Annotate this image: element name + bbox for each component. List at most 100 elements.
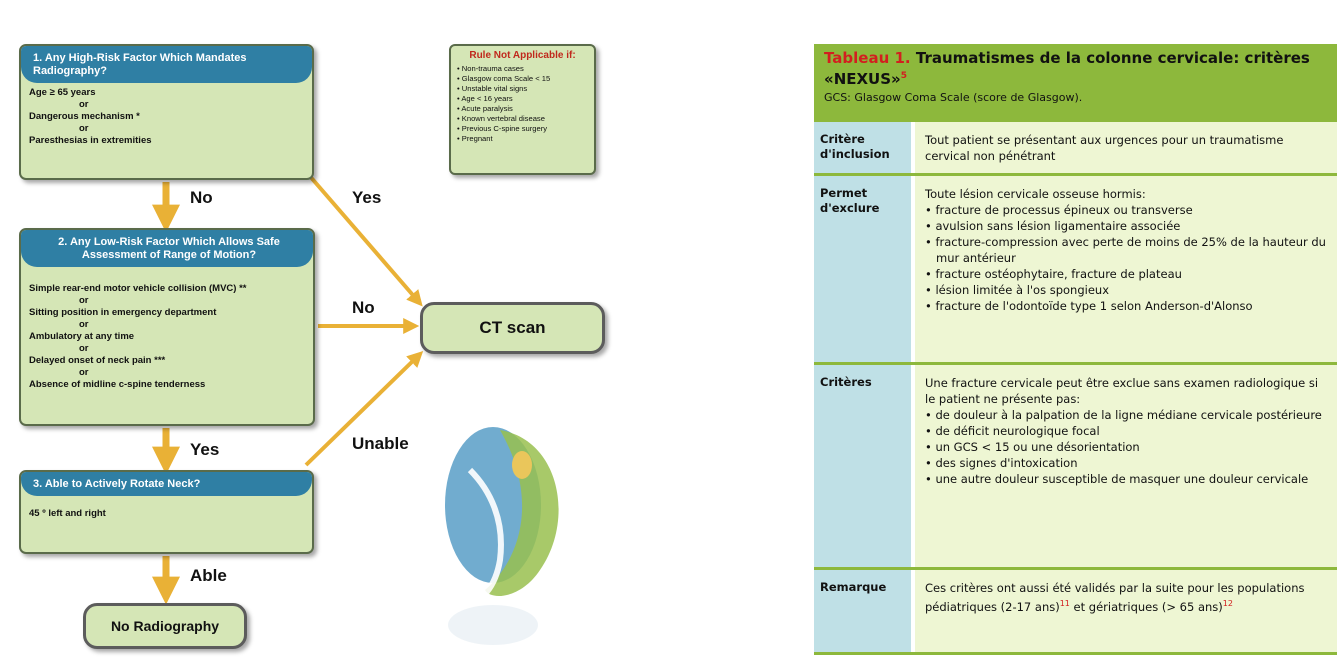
table-header: Tableau 1. Traumatismes de la colonne ce… — [814, 44, 1337, 119]
no-radiography-box: No Radiography — [83, 603, 247, 649]
rule-item: Unstable vital signs — [457, 84, 588, 94]
low-risk-header: 2. Any Low-Risk Factor Which Allows Safe… — [21, 230, 313, 267]
row-divider — [814, 119, 1337, 122]
or-text: or — [79, 295, 89, 306]
ct-scan-box: CT scan — [420, 302, 605, 354]
low-risk-line: Absence of midline c-spine tenderness — [29, 379, 206, 390]
high-risk-box: 1. Any High-Risk Factor Which Mandates R… — [19, 44, 314, 180]
or-text: or — [79, 367, 89, 378]
nexus-table: Tableau 1. Traumatismes de la colonne ce… — [814, 44, 1337, 655]
rule-item: Glasgow coma Scale < 15 — [457, 74, 588, 84]
row-content: Une fracture cervicale peut être exclue … — [915, 365, 1337, 567]
rule-item: Non-trauma cases — [457, 64, 588, 74]
rule-item: Known vertebral disease — [457, 114, 588, 124]
row-divider — [814, 362, 1337, 365]
low-risk-body: Simple rear-end motor vehicle collision … — [21, 267, 313, 395]
high-risk-body: Age ≥ 65 years or Dangerous mechanism * … — [21, 83, 312, 151]
arrow-unable — [304, 350, 424, 467]
logo-image — [445, 427, 559, 645]
table-bottom-line — [814, 652, 1337, 655]
rule-not-applicable-box: Rule Not Applicable if: Non-trauma cases… — [449, 44, 596, 175]
low-risk-line: Ambulatory at any time — [29, 331, 135, 342]
low-risk-line: Delayed onset of neck pain *** — [29, 355, 166, 366]
label-no-1: No — [190, 188, 213, 207]
row-label: Critère d'inclusion — [814, 122, 911, 173]
bullet-text: avulsion sans lésion ligamentaire associ… — [935, 219, 1181, 233]
rule-item: Pregnant — [457, 134, 588, 144]
row-bullet: • lésion limitée à l'os spongieux — [925, 283, 1110, 297]
bullet-text: de déficit neurologique focal — [935, 424, 1100, 438]
row-bullet: • un GCS < 15 ou une désorientation — [925, 440, 1140, 454]
row-bullet: • avulsion sans lésion ligamentaire asso… — [925, 219, 1181, 233]
bullet-text: fracture de processus épineux ou transve… — [935, 203, 1193, 217]
row-label: Critères — [814, 365, 911, 567]
row-bullet: • de douleur à la palpation de la ligne … — [925, 408, 1322, 422]
bullet-text: fracture-compression avec perte de moins… — [935, 235, 1326, 265]
high-risk-header: 1. Any High-Risk Factor Which Mandates R… — [21, 46, 312, 83]
row-bullet: • fracture ostéophytaire, fracture de pl… — [925, 267, 1182, 281]
bullet-text: fracture de l'odontoïde type 1 selon And… — [935, 299, 1253, 313]
table-row: Permet d'exclure Toute lésion cervicale … — [814, 176, 1337, 362]
bullet-text: un GCS < 15 ou une désorientation — [935, 440, 1140, 454]
high-risk-line: Dangerous mechanism * — [29, 111, 140, 122]
row-bullet: • fracture de processus épineux ou trans… — [925, 203, 1193, 217]
remark-ref-b: 12 — [1222, 599, 1233, 608]
table-title: Tableau 1. Traumatismes de la colonne ce… — [824, 49, 1327, 88]
rule-item: Previous C-spine surgery — [457, 124, 588, 134]
row-bullet: • fracture de l'odontoïde type 1 selon A… — [925, 299, 1253, 313]
label-able: Able — [190, 566, 227, 585]
table-row: Remarque Ces critères ont aussi été vali… — [814, 570, 1337, 652]
flow-arrows — [152, 172, 559, 645]
label-unable: Unable — [352, 434, 409, 453]
row-bullet: • une autre douleur susceptible de masqu… — [925, 472, 1309, 486]
row-bullet: • des signes d'intoxication — [925, 456, 1078, 470]
bullet-text: fracture ostéophytaire, fracture de plat… — [935, 267, 1182, 281]
row-divider — [814, 567, 1337, 570]
high-risk-line: Age ≥ 65 years — [29, 87, 96, 98]
label-yes-2: Yes — [190, 440, 220, 459]
rule-item: Age < 16 years — [457, 94, 588, 104]
label-yes-1: Yes — [352, 188, 382, 207]
table-title-ref: 5 — [900, 71, 907, 81]
row-label: Permet d'exclure — [814, 176, 911, 362]
row-bullet: • de déficit neurologique focal — [925, 424, 1100, 438]
bullet-text: des signes d'intoxication — [935, 456, 1078, 470]
table-title-main: Traumatismes de la colonne cervicale: cr… — [824, 49, 1310, 88]
table-subtitle: GCS: Glasgow Coma Scale (score de Glasgo… — [824, 91, 1083, 104]
row-content: Ces critères ont aussi été validés par l… — [915, 570, 1337, 652]
rule-item: Acute paralysis — [457, 104, 588, 114]
arrow-yes-1 — [306, 172, 423, 307]
rotate-neck-line: 45 º left and right — [29, 508, 106, 519]
remark-text-b: et gériatriques (> 65 ans) — [1069, 599, 1223, 614]
row-content: Tout patient se présentant aux urgences … — [915, 122, 1337, 173]
low-risk-line: Simple rear-end motor vehicle collision … — [29, 283, 247, 294]
row-intro: Une fracture cervicale peut être exclue … — [925, 376, 1319, 406]
rotate-neck-box: 3. Able to Actively Rotate Neck? 45 º le… — [19, 470, 314, 554]
or-text: or — [79, 343, 89, 354]
remark-ref-a: 11 — [1059, 599, 1070, 608]
nexus-flowchart: 1. Any High-Risk Factor Which Mandates R… — [0, 0, 760, 669]
row-bullet: • fracture-compression avec perte de moi… — [925, 235, 1326, 265]
or-text: or — [79, 99, 89, 110]
low-risk-box: 2. Any Low-Risk Factor Which Allows Safe… — [19, 228, 315, 426]
rule-list: Non-trauma cases Glasgow coma Scale < 15… — [457, 64, 588, 144]
label-no-2: No — [352, 298, 375, 317]
table-row: Critère d'inclusion Tout patient se prés… — [814, 122, 1337, 173]
row-label: Remarque — [814, 570, 911, 652]
or-text: or — [79, 123, 89, 134]
rotate-neck-header: 3. Able to Actively Rotate Neck? — [21, 472, 312, 496]
row-intro: Tout patient se présentant aux urgences … — [925, 133, 1284, 163]
bullet-text: lésion limitée à l'os spongieux — [935, 283, 1110, 297]
bullet-text: de douleur à la palpation de la ligne mé… — [935, 408, 1322, 422]
table-row: Critères Une fracture cervicale peut êtr… — [814, 365, 1337, 567]
rotate-neck-body: 45 º left and right — [21, 496, 312, 524]
rule-title: Rule Not Applicable if: — [469, 50, 576, 61]
table-title-prefix: Tableau 1. — [824, 49, 911, 67]
remark-text-a: Ces critères ont aussi été validés par l… — [925, 581, 1305, 614]
bullet-text: une autre douleur susceptible de masquer… — [935, 472, 1309, 486]
or-text: or — [79, 319, 89, 330]
row-intro: Toute lésion cervicale osseuse hormis: — [925, 187, 1146, 201]
row-divider — [814, 173, 1337, 176]
row-content: Toute lésion cervicale osseuse hormis: •… — [915, 176, 1337, 362]
low-risk-line: Sitting position in emergency department — [29, 307, 217, 318]
